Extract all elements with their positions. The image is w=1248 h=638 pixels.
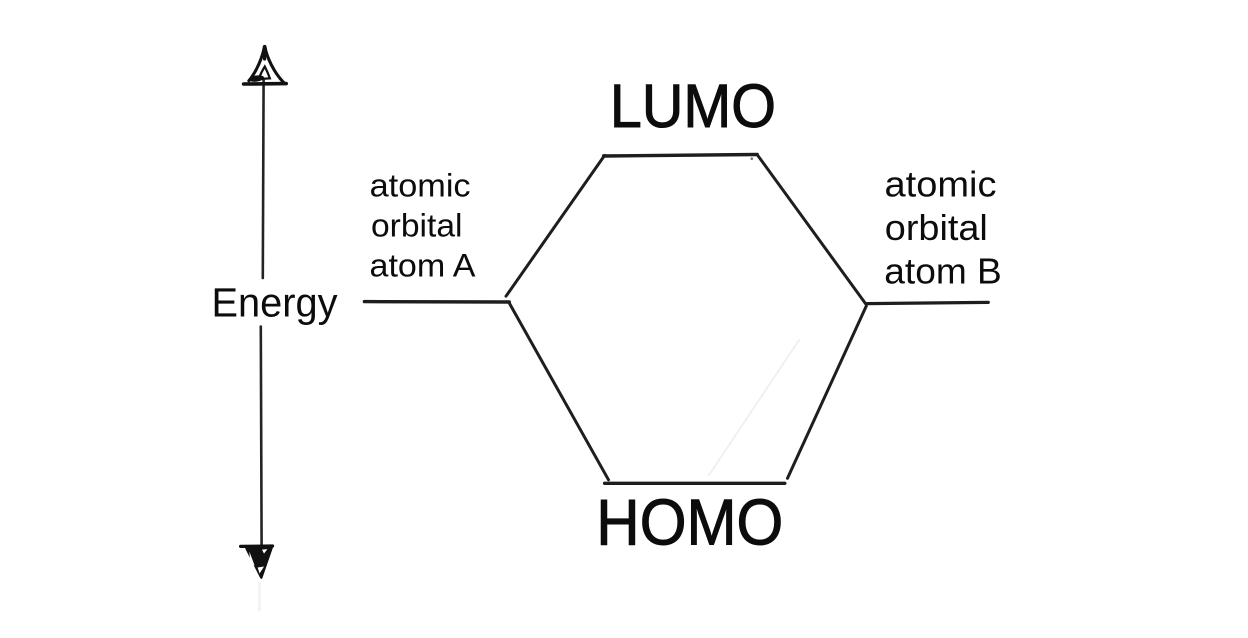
svg-text:LUMO: LUMO xyxy=(610,72,776,141)
svg-text:HOMO: HOMO xyxy=(596,486,783,559)
svg-text:orbital: orbital xyxy=(371,208,463,244)
svg-text:atomic: atomic xyxy=(370,167,471,203)
svg-text:Energy: Energy xyxy=(212,280,339,326)
svg-text:atom A: atom A xyxy=(370,248,476,284)
svg-text:atom B: atom B xyxy=(884,251,1002,292)
svg-text:orbital: orbital xyxy=(885,207,988,248)
svg-text:atomic: atomic xyxy=(885,164,997,205)
